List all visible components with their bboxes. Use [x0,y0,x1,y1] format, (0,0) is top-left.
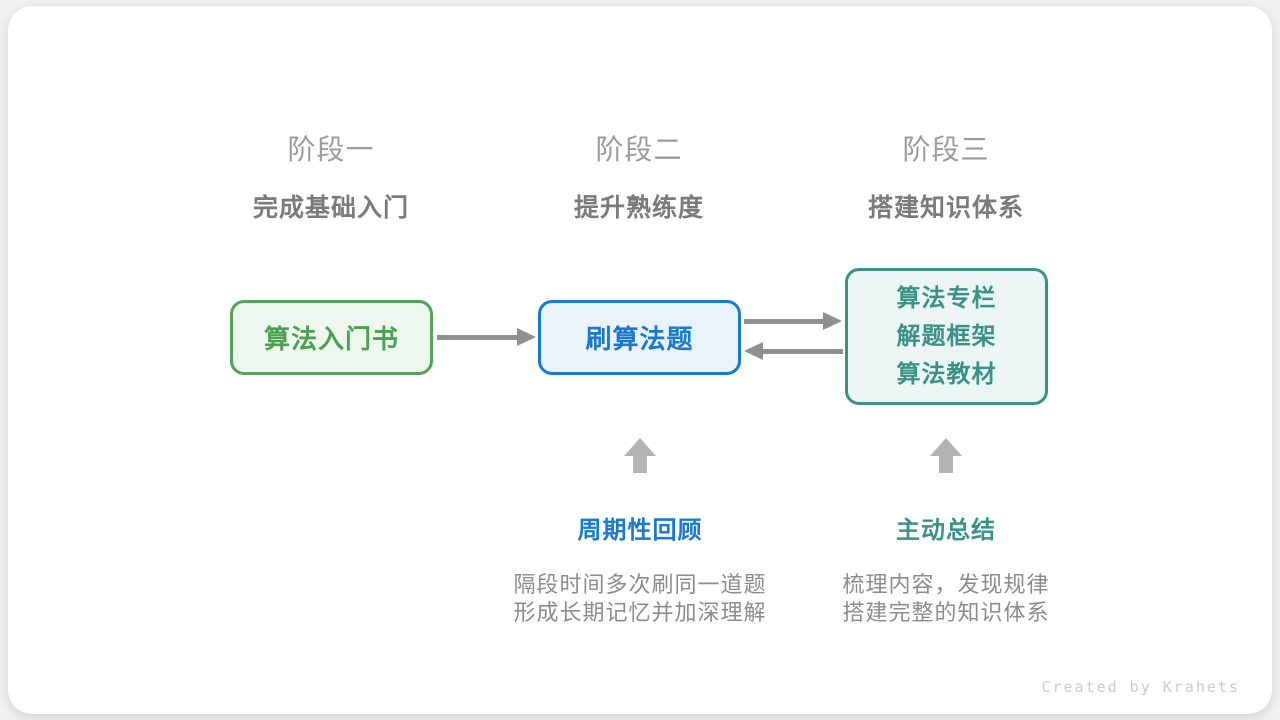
desc-line: 隔段时间多次刷同一道题 [513,572,767,597]
annotation-active-summary-desc: 梳理内容，发现规律 搭建完整的知识体系 [786,571,1106,627]
stage-1-subtitle: 完成基础入门 [252,194,409,222]
annotation-periodic-review-title: 周期性回顾 [577,517,703,544]
stage-3-subtitle: 搭建知识体系 [867,194,1024,222]
node-intro-book-label: 算法入门书 [263,324,399,354]
node-resources-line-1: 算法专栏 [896,284,997,312]
node-practice-label: 刷算法题 [585,324,694,354]
stage-2-label: 阶段二 [595,134,683,165]
arrow-up-head [624,438,656,456]
stage-3-header: 阶段三 搭建知识体系 [846,128,1046,224]
arrow-right-icon-intro-to-practice [437,328,536,346]
desc-line: 形成长期记忆并加深理解 [513,600,767,625]
annotation-periodic-review-desc: 隔段时间多次刷同一道题 形成长期记忆并加深理解 [480,571,800,627]
stage-2-header: 阶段二 提升熟练度 [539,128,739,224]
node-resources: 算法专栏 解题框架 算法教材 [845,268,1048,405]
stage-3-label: 阶段三 [902,134,990,165]
arrow-up-head [930,438,962,456]
arrow-up-stem [633,456,647,473]
annotation-active-summary: 主动总结 梳理内容，发现规律 搭建完整的知识体系 [786,510,1106,627]
arrow-up-icon-periodic-review [624,438,656,473]
arrow-up-icon-active-summary [930,438,962,473]
stage-1-header: 阶段一 完成基础入门 [231,128,431,224]
node-intro-book: 算法入门书 [230,300,433,375]
credit-text: Created by Krahets [1041,678,1240,696]
node-resources-line-2: 解题框架 [896,322,997,350]
arrow-up-stem [939,456,953,473]
arrow-right-icon-practice-to-resources [744,312,842,330]
arrow-left-icon-resources-to-practice [744,342,843,360]
node-practice: 刷算法题 [538,300,741,375]
annotation-periodic-review: 周期性回顾 隔段时间多次刷同一道题 形成长期记忆并加深理解 [480,510,800,627]
stage-2-subtitle: 提升熟练度 [573,194,704,222]
node-resources-line-3: 算法教材 [896,360,997,388]
annotation-active-summary-title: 主动总结 [896,517,996,544]
stage-1-label: 阶段一 [287,134,375,165]
desc-line: 梳理内容，发现规律 [842,572,1050,597]
desc-line: 搭建完整的知识体系 [842,600,1050,625]
